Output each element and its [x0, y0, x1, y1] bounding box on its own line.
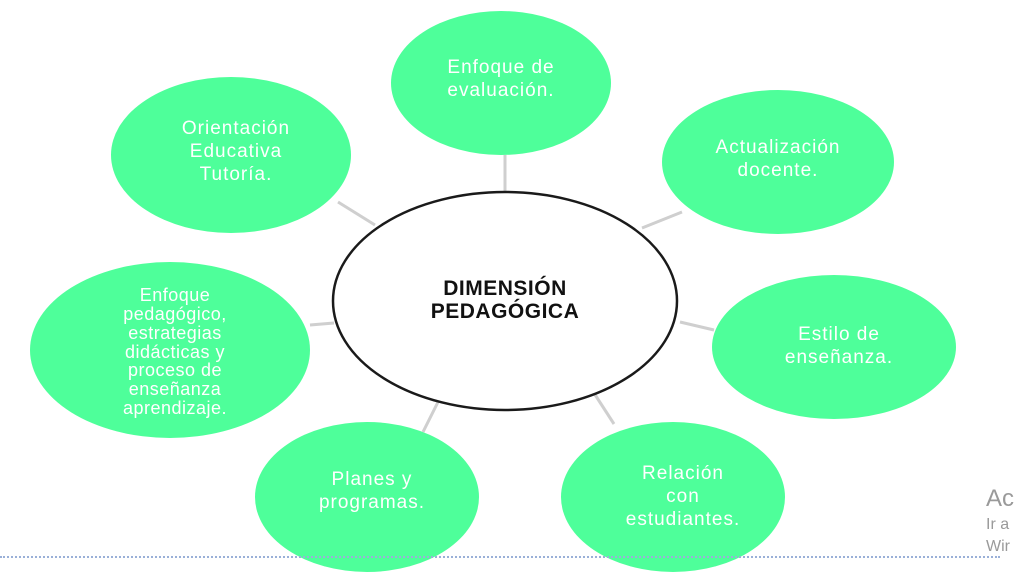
node-orientacion-educativa-label: Orientación Educativa Tutoría. — [181, 118, 291, 185]
connector-planes-programas — [421, 397, 442, 433]
node-planes-programas-label: Planes y programas. — [318, 469, 426, 513]
connector-relacion-estudiantes — [590, 389, 616, 425]
watermark-line-2: Ir a — [986, 516, 1010, 533]
node-enfoque-pedagogico-circle — [30, 262, 310, 438]
connector-orientacion-educativa — [337, 200, 376, 227]
center-label: DIMENSIÓN PEDAGÓGICA — [430, 276, 580, 323]
activation-watermark: Ac Ir a Wir — [986, 484, 1014, 558]
watermark-line-1: Ac — [986, 485, 1015, 512]
node-orientacion-educativa-circle — [111, 77, 351, 233]
connector-enfoque-pedagogico — [309, 321, 335, 327]
connector-actualizacion-docente — [641, 210, 683, 230]
center-circle — [331, 190, 679, 412]
node-estilo-ensenanza-circle — [712, 275, 956, 419]
node-planes-programas-circle — [255, 422, 479, 572]
node-actualizacion-docente-circle — [662, 90, 894, 234]
node-enfoque-evaluacion-circle — [391, 11, 611, 155]
node-enfoque-evaluacion-label: Enfoque de evaluación. — [447, 57, 555, 101]
watermark-line-3: Wir — [986, 538, 1010, 555]
connector-estilo-ensenanza — [679, 320, 715, 332]
node-actualizacion-docente-label: Actualización docente. — [715, 137, 841, 181]
node-estilo-ensenanza-label: Estilo de enseñanza. — [784, 324, 894, 368]
node-enfoque-pedagogico-label: Enfoque pedagógico, estrategias didáctic… — [122, 284, 228, 419]
footer-divider — [0, 556, 1000, 558]
node-relacion-estudiantes-label: Relación con estudiantes. — [625, 463, 741, 530]
node-relacion-estudiantes-circle — [561, 422, 785, 572]
